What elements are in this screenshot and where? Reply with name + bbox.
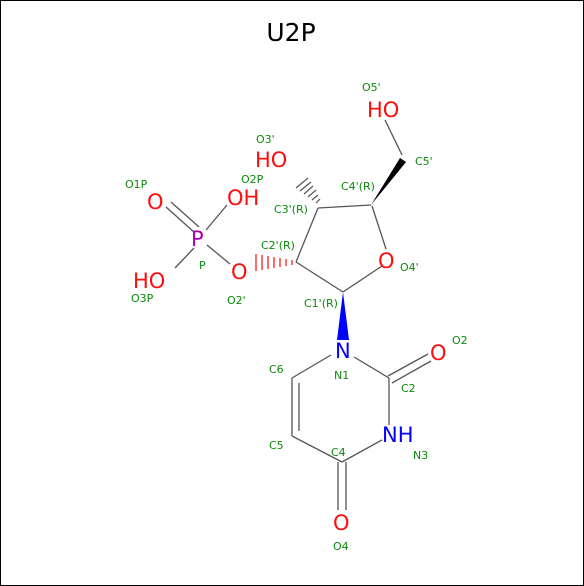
hash-c3-o3 [295,177,321,204]
label-o2p: O2P [241,173,264,186]
atom-n3: NH [382,423,414,447]
atom-labels: O5' C5' O3' O2P O1P C4'(R) C3'(R) C2'(R)… [125,81,468,553]
atom-o4-ring: O [378,249,395,273]
atom-o3: HO [255,148,287,172]
atom-o2: O [430,341,447,365]
hash-c2-o2 [255,254,293,271]
wedge-c4-c5 [371,158,406,205]
label-o3: O3' [256,133,275,146]
atom-o2-ribose: O [231,260,248,284]
bond-c4-o4r [371,205,387,250]
bond-n1-c2 [353,356,390,379]
bond-p-o2 [206,244,231,265]
label-nh: N3 [413,449,428,462]
bond-c6-n1 [291,354,332,379]
bond-c1-c2 [295,261,344,293]
label-o5: O5' [362,81,381,94]
label-o1p: O1P [125,178,148,191]
label-c2b: C2 [401,382,416,395]
label-c4b: C4 [331,446,346,459]
bond-c4-c5 [291,435,343,463]
bond-o5-c5 [384,119,403,156]
label-o4b: O4 [333,540,349,553]
wedge-c1-n1 [337,292,349,340]
bond-o4r-c1 [342,265,383,293]
label-c5b: C5 [269,439,284,452]
bond-c2-c3 [295,207,319,263]
bond-p-o1p-a [165,206,195,233]
atom-o1p: O [147,190,164,214]
molecule-title: U2P [266,18,316,47]
label-c5: C5' [415,155,433,168]
label-c4: C4'(R) [341,180,375,193]
atom-o4: O [333,511,350,535]
label-o2: O2' [227,294,246,307]
label-p: P [199,259,206,272]
bond-p-o2p [205,204,228,231]
atom-o5: HO [367,98,399,122]
label-c3: C3'(R) [274,203,308,216]
bonds [165,119,432,510]
label-c6: C6 [269,363,284,376]
bond-c2-o2-a [387,353,429,377]
bond-n3-c4 [341,439,383,463]
atom-p: P [191,227,204,251]
atoms: HO HO O OH P HO O O N O NH O [133,98,447,535]
label-c2: C2'(R) [261,239,295,252]
label-o4r: O4' [400,261,419,274]
label-n1: N1 [334,369,349,382]
label-o3p: O3P [131,292,154,305]
label-o2b: O2 [452,334,468,347]
bond-c2-o2-b [391,360,432,384]
atom-o2p: OH [227,186,259,210]
atom-o3p: HO [133,269,165,293]
label-c1: C1'(R) [304,297,338,310]
bond-p-o1p-b [170,201,200,228]
bond-c3-c4 [317,204,372,209]
bond-p-o3p [174,247,195,269]
atom-n1: N [335,339,351,363]
